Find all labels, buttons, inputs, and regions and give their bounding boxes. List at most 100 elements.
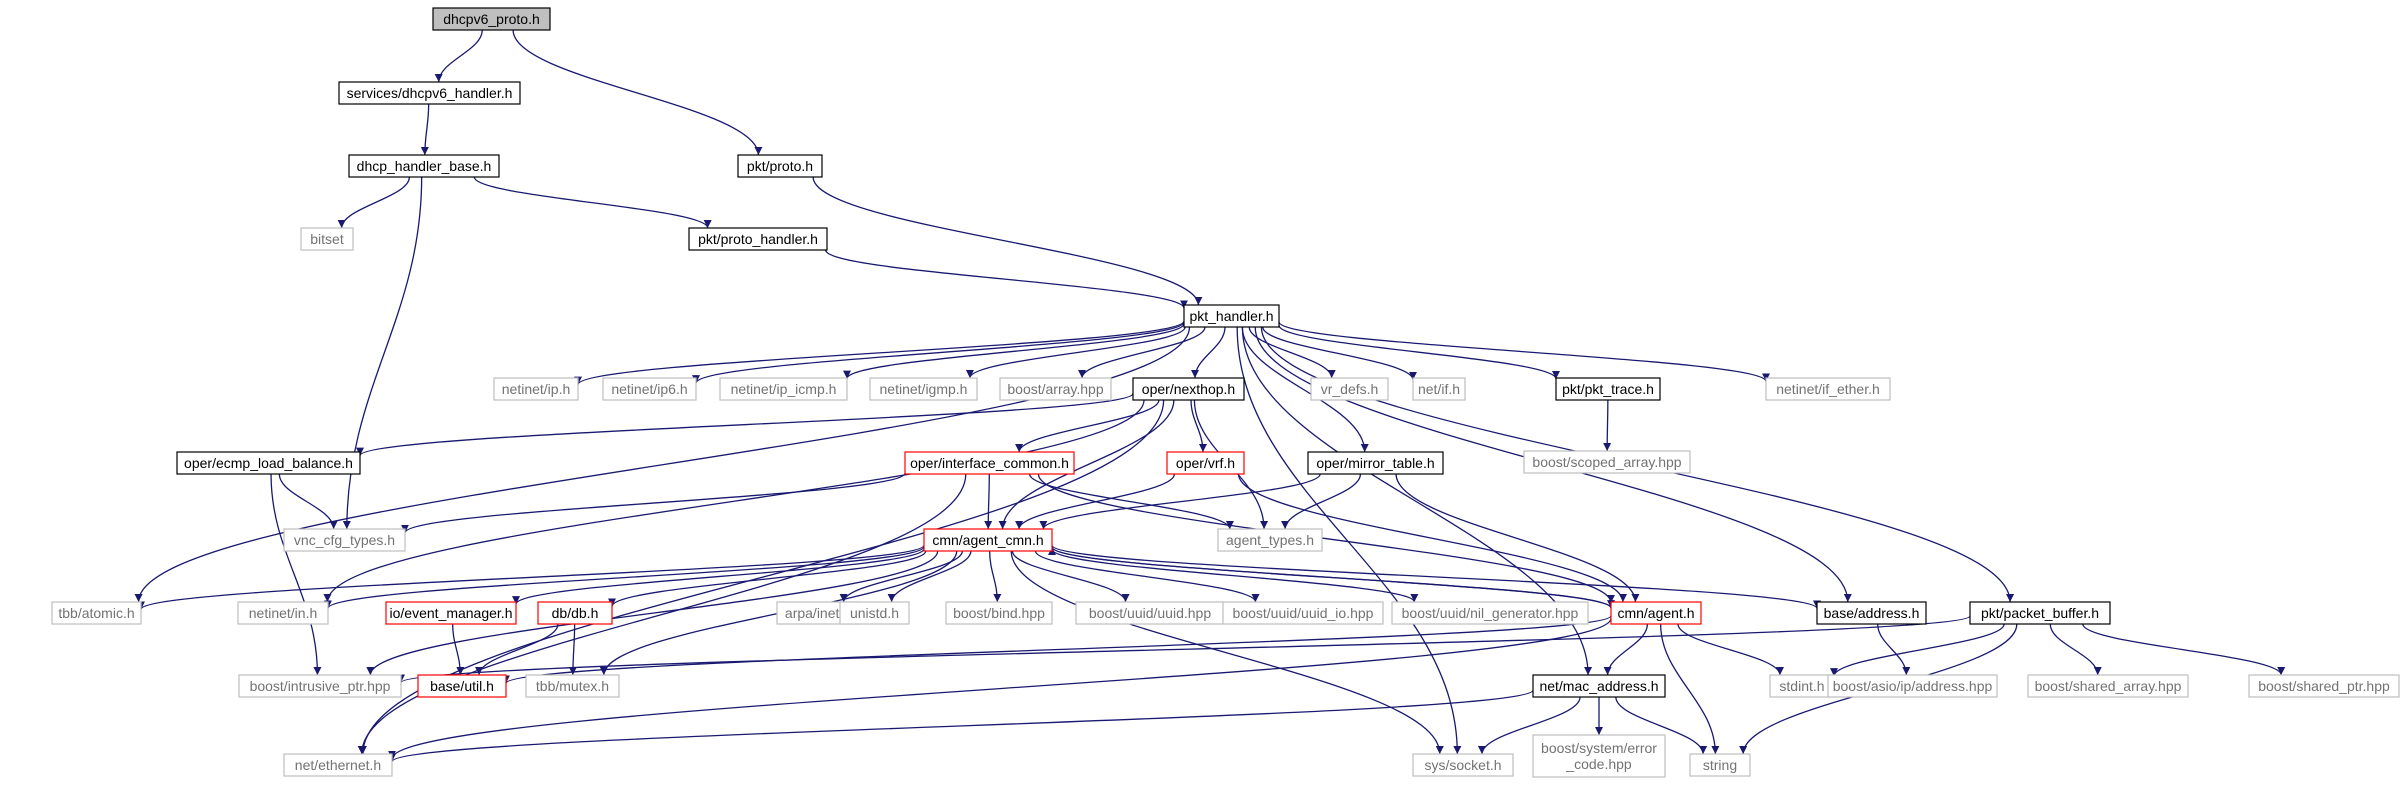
node-stdint: stdint.h bbox=[1769, 674, 1835, 698]
node-box-netinet_igmp bbox=[869, 377, 978, 401]
node-oper_ecmp[interactable]: oper/ecmp_load_balance.h bbox=[176, 451, 361, 475]
node-box-cmn_agent bbox=[1610, 601, 1702, 625]
node-agent_types: agent_types.h bbox=[1217, 528, 1323, 552]
node-box-netinet_ip bbox=[493, 377, 579, 401]
node-box-agent_types bbox=[1217, 528, 1323, 552]
node-box-net_mac_address bbox=[1532, 674, 1666, 698]
node-dhcpv6_proto[interactable]: dhcpv6_proto.h bbox=[432, 7, 551, 31]
edge-oper_mirror-to-cmn_agent_cmn bbox=[1039, 473, 1321, 530]
node-box-pkt_handler bbox=[1183, 304, 1280, 328]
node-pkt_proto[interactable]: pkt/proto.h bbox=[737, 154, 823, 178]
node-cmn_agent_cmn[interactable]: cmn/agent_cmn.h bbox=[923, 528, 1053, 552]
edge-cmn_agent_cmn-to-boost_bind bbox=[989, 550, 1002, 603]
node-pkt_proto_handler[interactable]: pkt/proto_handler.h bbox=[688, 227, 828, 251]
node-oper_mirror[interactable]: oper/mirror_table.h bbox=[1307, 451, 1444, 475]
node-bitset: bitset bbox=[300, 227, 354, 251]
node-box-boost_system_error bbox=[1532, 734, 1666, 778]
node-boost_uuid_io: boost/uuid/uuid_io.hpp bbox=[1222, 601, 1384, 625]
node-label-oper_nexthop: oper/nexthop.h bbox=[1142, 381, 1235, 397]
edge-oper_interface_common-to-cmn_agent_cmn bbox=[984, 473, 993, 530]
node-io_event_manager[interactable]: io/event_manager.h bbox=[385, 601, 517, 625]
edge-oper_ecmp-to-vnc_cfg bbox=[278, 473, 338, 530]
node-oper_interface_common[interactable]: oper/interface_common.h bbox=[904, 451, 1075, 475]
node-label-pkt_proto: pkt/proto.h bbox=[747, 158, 813, 174]
node-label-dhcp_handler_base: dhcp_handler_base.h bbox=[357, 158, 492, 174]
node-pkt_handler[interactable]: pkt_handler.h bbox=[1183, 304, 1280, 328]
node-box-cmn_agent_cmn bbox=[923, 528, 1053, 552]
node-label-net_mac_address: net/mac_address.h bbox=[1539, 678, 1658, 694]
node-box-oper_interface_common bbox=[904, 451, 1075, 475]
node-label-db_db: db/db.h bbox=[552, 605, 599, 621]
edge-net_mac_address-to-sys_socket bbox=[1477, 696, 1581, 755]
edge-oper_nexthop-to-oper_vrf bbox=[1190, 399, 1207, 453]
edge-pkt_handler-to-tbb_atomic bbox=[134, 326, 1191, 603]
node-layer: dhcpv6_proto.h services/dhcpv6_handler.hd… bbox=[51, 7, 2400, 778]
node-box-io_event_manager bbox=[385, 601, 517, 625]
node-db_db[interactable]: db/db.h bbox=[537, 601, 613, 625]
node-label-netinet_in: netinet/in.h bbox=[249, 605, 318, 621]
node-label-boost_uuid_nil: boost/uuid/nil_generator.hpp bbox=[1402, 605, 1579, 621]
node-label-pkt_packet_buffer: pkt/packet_buffer.h bbox=[1981, 605, 2099, 621]
edge-oper_ecmp-to-boost_intrusive_ptr bbox=[270, 473, 322, 676]
node-netinet_ip6: netinet/ip6.h bbox=[602, 377, 697, 401]
node-label-bitset: bitset bbox=[310, 231, 344, 247]
node-box-boost_array bbox=[999, 377, 1112, 401]
node-label-boost_asio_ip: boost/asio/ip/address.hpp bbox=[1833, 678, 1993, 694]
node-net_mac_address[interactable]: net/mac_address.h bbox=[1532, 674, 1666, 698]
edge-oper_interface_common-to-agent_types bbox=[1028, 473, 1234, 530]
node-label-netinet_ip: netinet/ip.h bbox=[502, 381, 571, 397]
node-label-boost_shared_ptr: boost/shared_ptr.hpp bbox=[2258, 678, 2390, 694]
node-label-boost_shared_array: boost/shared_array.hpp bbox=[2035, 678, 2182, 694]
node-dhcp_handler_base[interactable]: dhcp_handler_base.h bbox=[348, 154, 500, 178]
node-boost_uuid_uuid: boost/uuid/uuid.hpp bbox=[1075, 601, 1225, 625]
edge-oper_mirror-to-cmn_agent bbox=[1395, 473, 1640, 603]
node-pkt_packet_buffer[interactable]: pkt/packet_buffer.h bbox=[1969, 601, 2111, 625]
node-pkt_trace[interactable]: pkt/pkt_trace.h bbox=[1555, 377, 1661, 401]
node-label-pkt_trace: pkt/pkt_trace.h bbox=[1562, 381, 1654, 397]
node-oper_nexthop[interactable]: oper/nexthop.h bbox=[1132, 377, 1245, 401]
node-services_dhcpv6[interactable]: services/dhcpv6_handler.h bbox=[338, 81, 521, 105]
edge-db_db-to-tbb_mutex bbox=[568, 623, 577, 676]
edge-pkt_packet_buffer-to-boost_shared_array bbox=[2049, 623, 2102, 676]
node-vnc_cfg: vnc_cfg_types.h bbox=[283, 528, 406, 552]
node-label-dhcpv6_proto: dhcpv6_proto.h bbox=[443, 11, 540, 27]
node-label-sys_socket: sys/socket.h bbox=[1424, 757, 1501, 773]
node-boost_uuid_nil: boost/uuid/nil_generator.hpp bbox=[1391, 601, 1589, 625]
node-box-pkt_proto_handler bbox=[688, 227, 828, 251]
node-unistd: unistd.h bbox=[839, 601, 910, 625]
node-label-netinet_ip6: netinet/ip6.h bbox=[611, 381, 687, 397]
edge-dhcp_handler_base-to-pkt_proto_handler bbox=[473, 176, 712, 229]
edge-cmn_agent-to-string bbox=[1659, 623, 1720, 755]
node-label-net_ethernet: net/ethernet.h bbox=[295, 757, 381, 773]
node-boost_system_error: boost/system/error_code.hpp bbox=[1532, 734, 1666, 778]
node-net_ethernet: net/ethernet.h bbox=[283, 753, 393, 777]
node-box-dhcp_handler_base bbox=[348, 154, 500, 178]
edge-cmn_agent_cmn-to-boost_uuid_nil bbox=[1051, 548, 1419, 603]
node-oper_vrf[interactable]: oper/vrf.h bbox=[1166, 451, 1245, 475]
edge-cmn_agent_cmn-to-boost_uuid_uuid bbox=[1011, 550, 1130, 603]
edge-pkt_handler-to-pkt_trace bbox=[1278, 324, 1560, 380]
edge-oper_mirror-to-agent_types bbox=[1281, 473, 1362, 530]
node-base_address[interactable]: base/address.h bbox=[1816, 601, 1927, 625]
node-label-boost_system_error: boost/system/error_code.hpp bbox=[1541, 740, 1657, 772]
edge-net_mac_address-to-string bbox=[1615, 696, 1708, 755]
node-netinet_ip: netinet/ip.h bbox=[493, 377, 579, 401]
edge-net_mac_address-to-net_ethernet bbox=[388, 689, 1534, 763]
node-boost_array: boost/array.hpp bbox=[999, 377, 1112, 401]
node-label-netinet_if_ether: netinet/if_ether.h bbox=[1776, 381, 1880, 397]
edge-dhcp_handler_base-to-vnc_cfg bbox=[342, 176, 423, 530]
node-base_util[interactable]: base/util.h bbox=[417, 674, 507, 698]
edge-pkt_packet_buffer-to-stdint bbox=[1830, 623, 2005, 677]
node-box-boost_bind bbox=[945, 601, 1053, 625]
edge-oper_vrf-to-cmn_agent bbox=[1237, 473, 1627, 603]
node-boost_intrusive_ptr: boost/intrusive_ptr.hpp bbox=[238, 674, 402, 698]
node-box-netinet_in bbox=[237, 601, 329, 625]
node-cmn_agent[interactable]: cmn/agent.h bbox=[1610, 601, 1702, 625]
node-label-stdint: stdint.h bbox=[1779, 678, 1824, 694]
edge-pkt_handler-to-net_if bbox=[1262, 326, 1417, 381]
edge-pkt_packet_buffer-to-boost_shared_ptr bbox=[2082, 623, 2286, 676]
node-netinet_if_ether: netinet/if_ether.h bbox=[1765, 377, 1891, 401]
edge-services_dhcpv6-to-dhcp_handler_base bbox=[420, 103, 430, 156]
node-sys_socket: sys/socket.h bbox=[1412, 753, 1514, 777]
edge-cmn_agent_cmn-to-boost_uuid_io bbox=[1034, 550, 1260, 603]
